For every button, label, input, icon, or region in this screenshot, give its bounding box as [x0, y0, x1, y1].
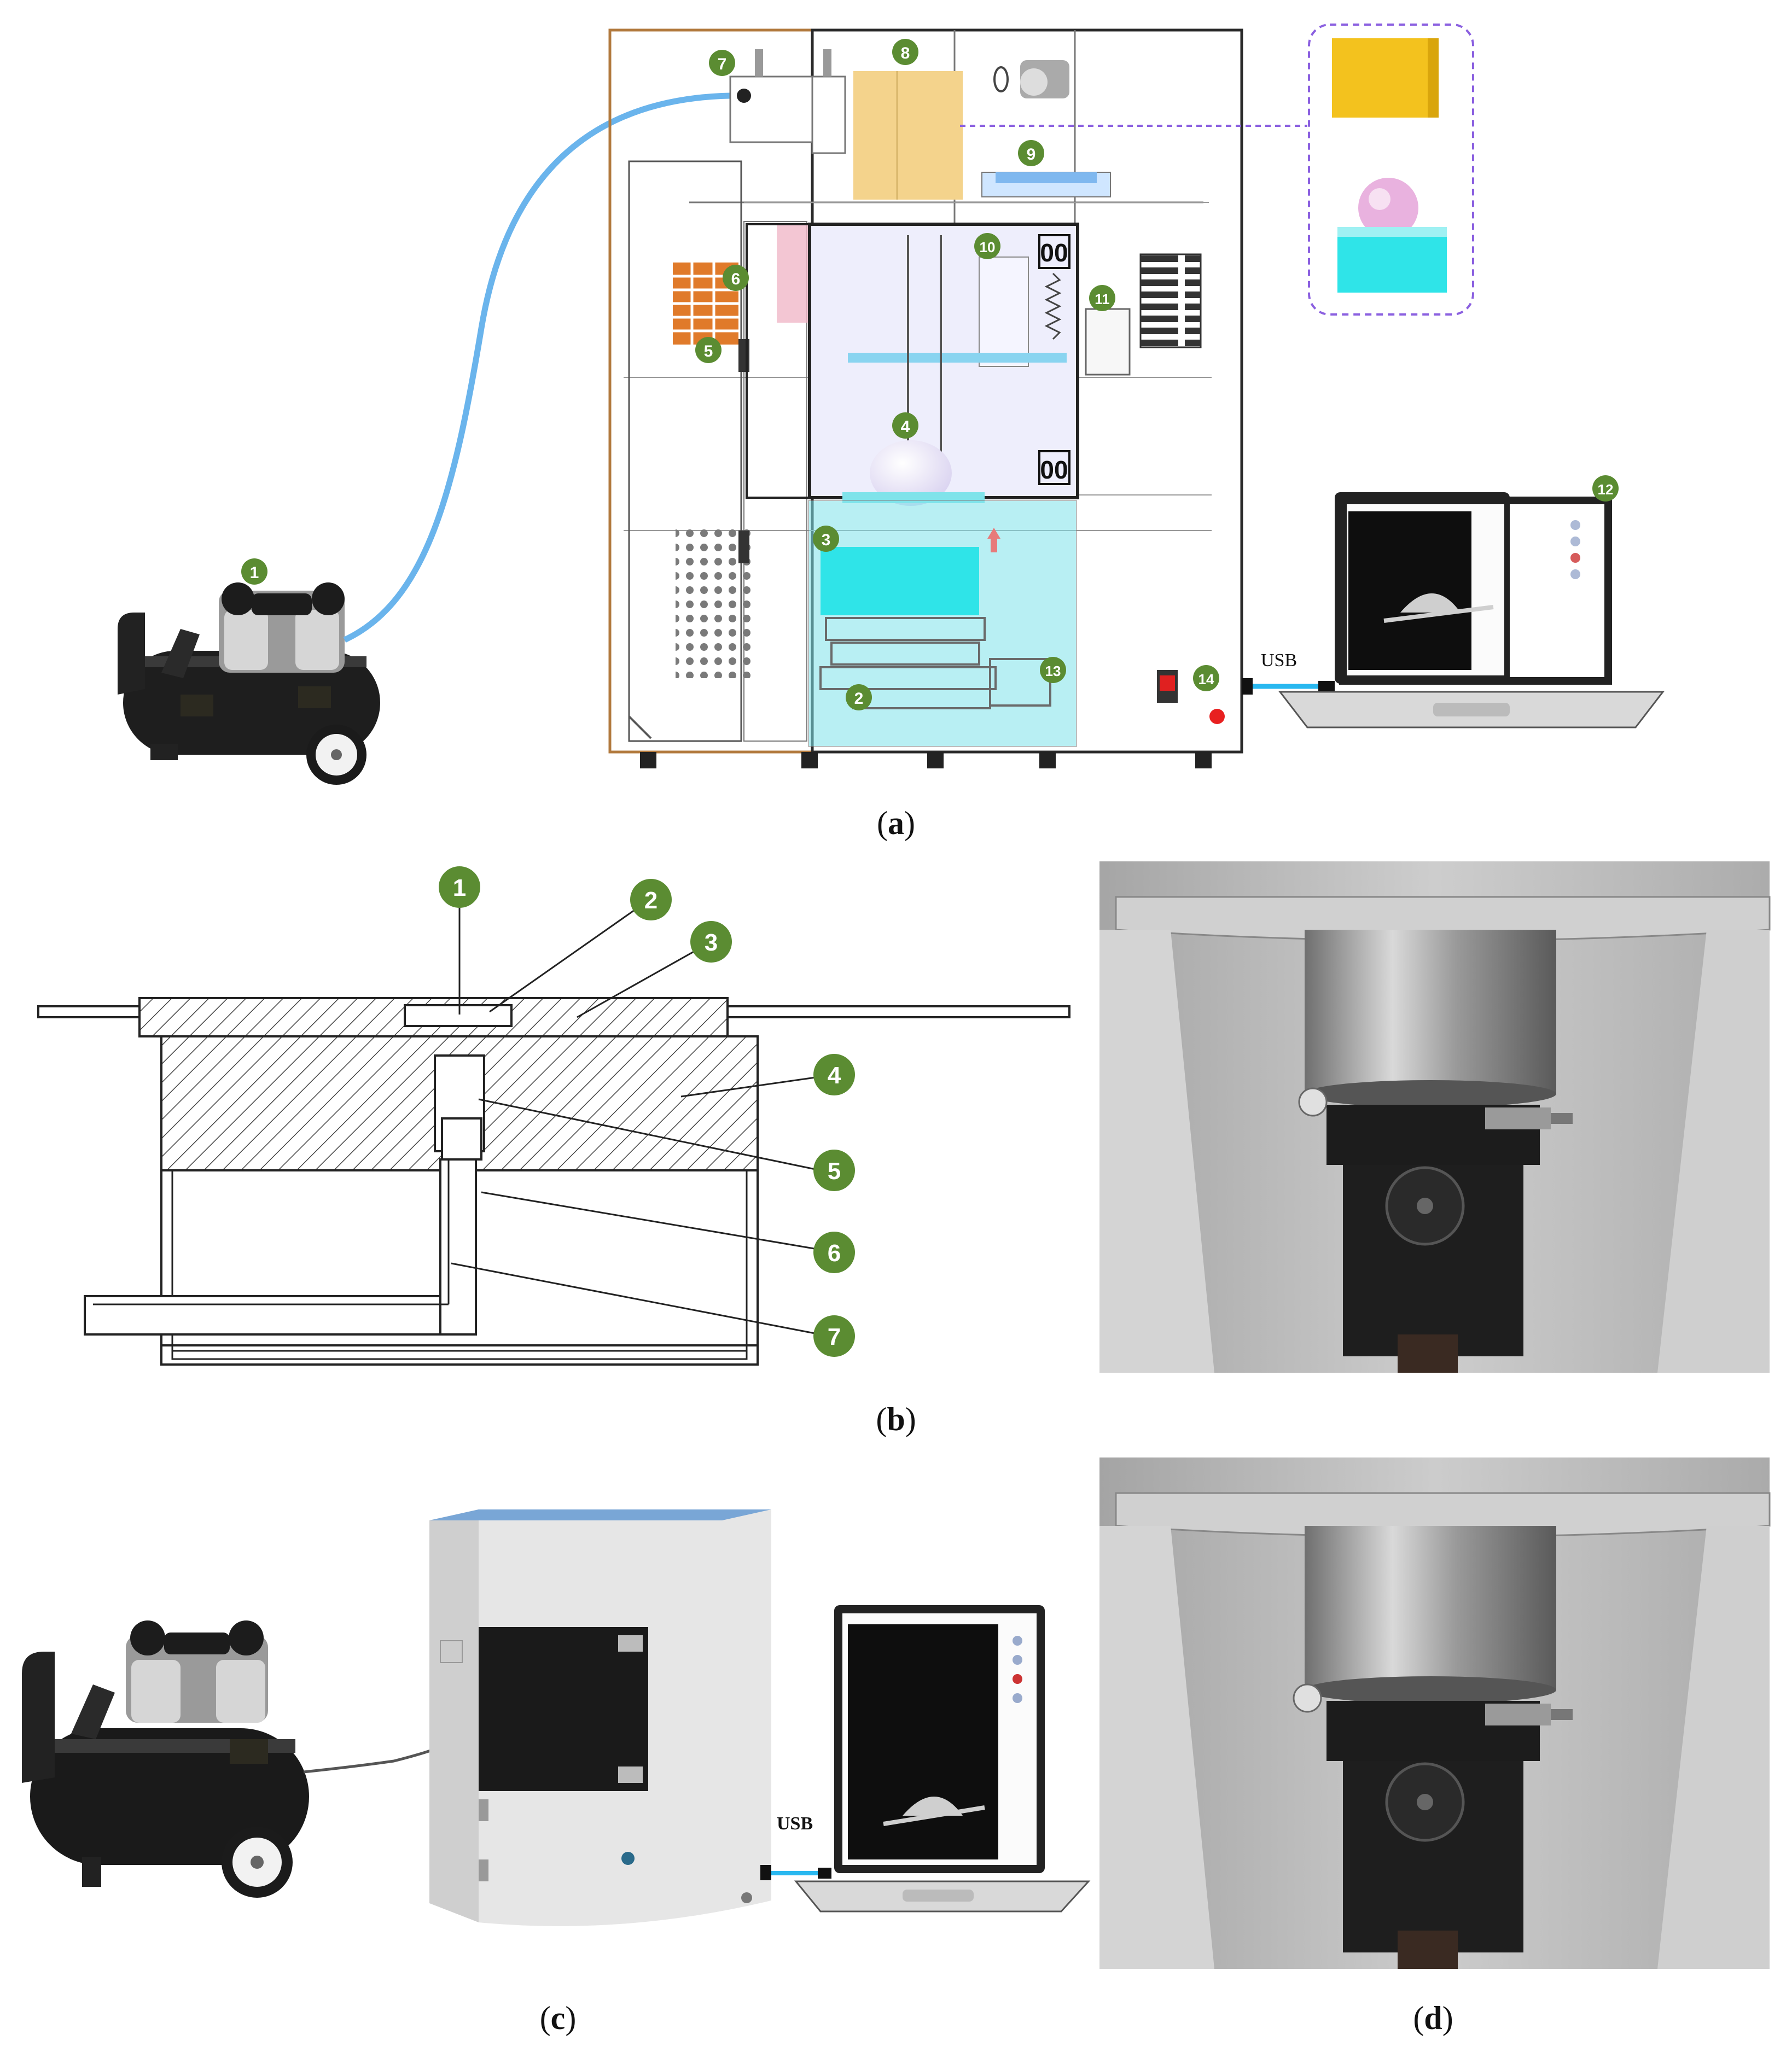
svg-text:5: 5: [828, 1158, 841, 1185]
callouts-a: 1 2 3 4 5 6 7 8 9 10 11 12 13 14: [241, 39, 1619, 710]
panel-b-cross-section: [37, 900, 1070, 1366]
callout-a-8: 8: [892, 39, 918, 65]
callout-a-13: 13: [1040, 657, 1066, 683]
callout-b-2: 2: [630, 879, 672, 920]
callout-b-3: 3: [690, 921, 732, 963]
photo-sample-stage-b: [1099, 861, 1771, 1373]
svg-text:7: 7: [828, 1324, 841, 1350]
panel-a: 00 00: [118, 24, 1665, 841]
callouts-b: 1 2 3 4 5 6 7: [439, 866, 855, 1357]
callout-a-10: 10: [974, 233, 1000, 259]
caption-a: (a): [877, 805, 915, 841]
svg-text:10: 10: [980, 239, 996, 255]
photo-sample-stage-d: [1099, 1457, 1771, 1969]
caption-d: (d): [1413, 2000, 1453, 2036]
readout-top: 00: [1040, 238, 1068, 267]
laptop-c: [794, 1605, 1091, 1913]
svg-text:3: 3: [822, 531, 831, 549]
air-hose: [343, 92, 731, 643]
svg-text:2: 2: [644, 887, 658, 914]
air-compressor-a: [118, 582, 380, 785]
callout-a-12: 12: [1592, 475, 1619, 502]
svg-text:6: 6: [731, 270, 741, 288]
svg-text:3: 3: [705, 929, 718, 956]
instrument-cabinet-photo: [429, 1509, 831, 1926]
caption-c: (c): [540, 2000, 577, 2036]
svg-text:4: 4: [901, 418, 910, 436]
readout-bottom: 00: [1040, 456, 1068, 484]
laptop-a: [1278, 492, 1665, 728]
caption-b: (b): [876, 1401, 916, 1437]
svg-text:13: 13: [1045, 663, 1061, 679]
callout-b-5: 5: [813, 1150, 855, 1191]
svg-text:14: 14: [1198, 671, 1214, 687]
callout-a-6: 6: [723, 265, 749, 291]
svg-text:4: 4: [828, 1062, 841, 1089]
svg-text:1: 1: [250, 564, 259, 582]
usb-label-c: USB: [777, 1814, 813, 1834]
callout-a-4: 4: [892, 412, 918, 439]
callout-a-3: 3: [813, 526, 839, 552]
svg-text:5: 5: [704, 342, 713, 360]
usb-label-a: USB: [1261, 650, 1297, 671]
air-compressor-c: [22, 1620, 309, 1898]
callout-a-14: 14: [1193, 665, 1219, 691]
callout-a-11: 11: [1089, 285, 1115, 311]
svg-text:11: 11: [1095, 291, 1110, 307]
callout-a-9: 9: [1018, 140, 1044, 166]
callout-b-7: 7: [813, 1315, 855, 1357]
instrument-cabinet-schematic: 00 00: [608, 28, 1335, 768]
svg-text:12: 12: [1598, 481, 1614, 498]
svg-text:9: 9: [1027, 145, 1036, 164]
inset-sample-blocks: [1308, 24, 1474, 316]
callout-b-4: 4: [813, 1054, 855, 1095]
svg-text:8: 8: [901, 44, 910, 62]
callout-a-7: 7: [709, 50, 735, 76]
callout-b-6: 6: [813, 1232, 855, 1273]
svg-text:1: 1: [453, 874, 466, 901]
panel-c-assembled-setup: USB: [22, 1509, 1091, 1926]
callout-a-2: 2: [846, 684, 872, 710]
callout-a-1: 1: [241, 558, 267, 585]
callout-b-1: 1: [439, 866, 480, 908]
callout-a-5: 5: [695, 337, 722, 363]
svg-text:2: 2: [854, 690, 864, 708]
svg-text:7: 7: [718, 55, 727, 73]
svg-text:6: 6: [828, 1240, 841, 1267]
